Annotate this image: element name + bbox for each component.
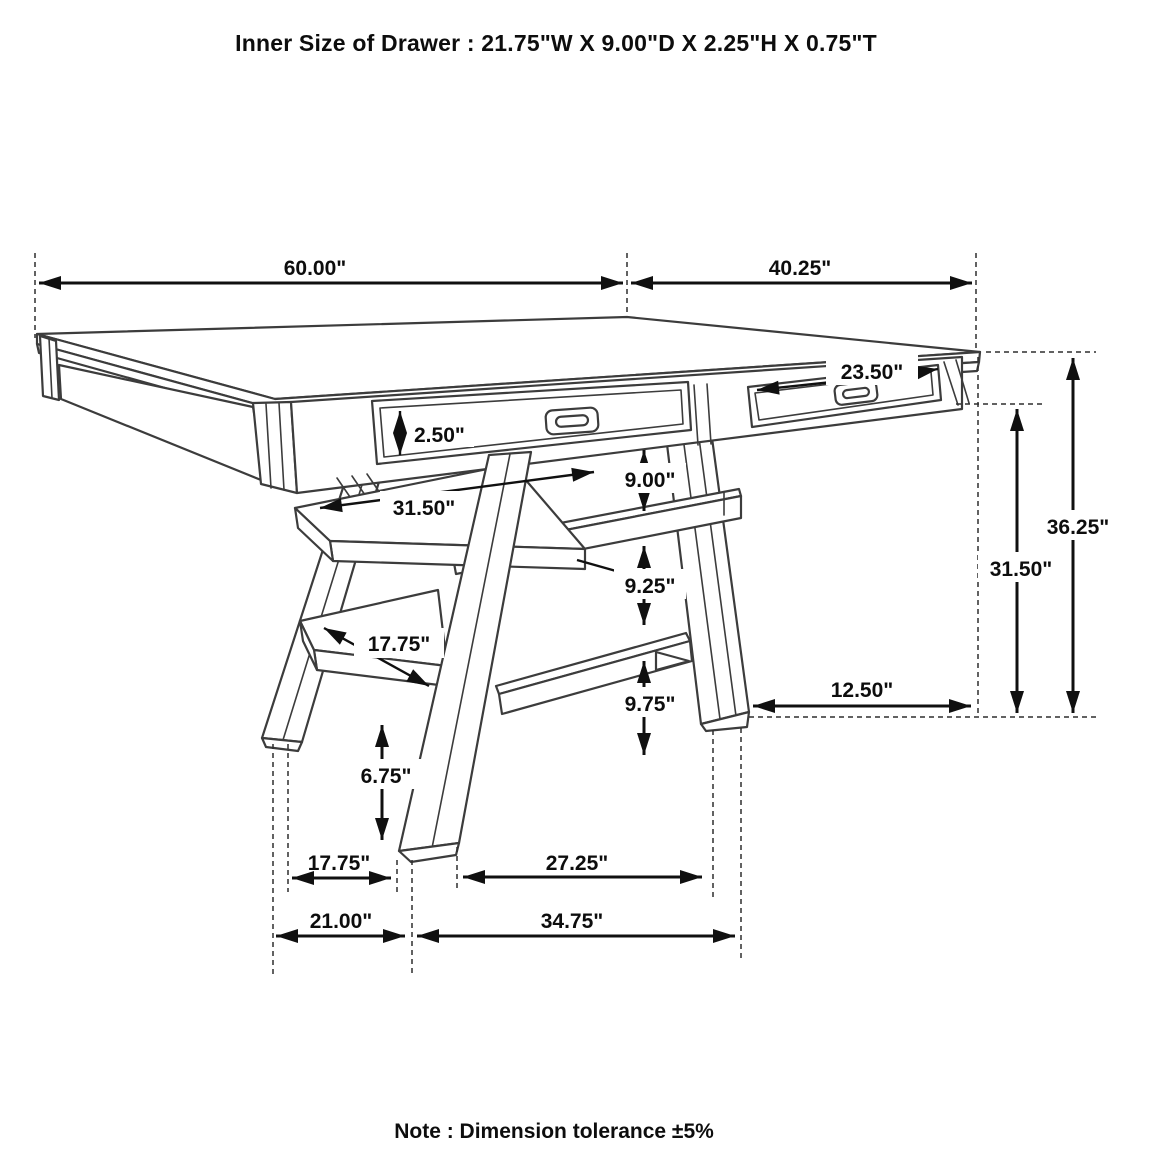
dim-lower-shelf-length: 17.75"	[368, 633, 431, 656]
dim-lower-shelf-to-floor: 6.75"	[361, 765, 412, 788]
left-drawer-handle-icon	[544, 406, 600, 436]
tolerance-note: Note : Dimension tolerance ±5%	[394, 1120, 714, 1143]
dimension-lines	[39, 276, 1080, 943]
dim-drawer-front-width: 23.50"	[841, 361, 904, 384]
left-corner-post	[38, 334, 61, 402]
dim-overall-height: 36.25"	[1047, 516, 1110, 539]
dim-floor-to-apron-height: 31.50"	[990, 558, 1053, 581]
dim-apron-to-upper-stretcher: 9.00"	[625, 469, 676, 492]
dim-right-feet-outer-span: 34.75"	[541, 910, 604, 933]
front-left-leg	[397, 450, 533, 864]
label-backgrounds	[350, 355, 1120, 789]
dim-lower-stretcher-to-floor: 9.75"	[625, 693, 676, 716]
extension-guides	[34, 253, 1096, 976]
dim-center-feet-inner-span: 27.25"	[546, 852, 609, 875]
dim-table-top-width: 60.00"	[284, 257, 347, 280]
dim-tabletop-side-overhang: 12.50"	[831, 679, 894, 702]
right-drawer-handle-icon	[833, 380, 879, 406]
dim-upper-shelf-length: 31.50"	[393, 497, 456, 520]
lower-stretcher	[494, 631, 694, 716]
dim-drawer-front-height: 2.50"	[414, 424, 465, 447]
dimension-labels: 60.00" 40.25" 23.50" 2.50" 9.00" 9.25" 9…	[284, 257, 1110, 933]
drawer-inner-size-title: Inner Size of Drawer : 21.75"W X 9.00"D …	[235, 30, 877, 56]
front-corner-post	[251, 400, 299, 495]
dim-left-feet-outer-span: 21.00"	[310, 910, 373, 933]
dim-table-top-depth: 40.25"	[769, 257, 832, 280]
dim-left-feet-inner-span: 17.75"	[308, 852, 371, 875]
counter-table-artwork	[35, 315, 982, 864]
dim-upper-to-lower-stretcher: 9.25"	[625, 575, 676, 598]
